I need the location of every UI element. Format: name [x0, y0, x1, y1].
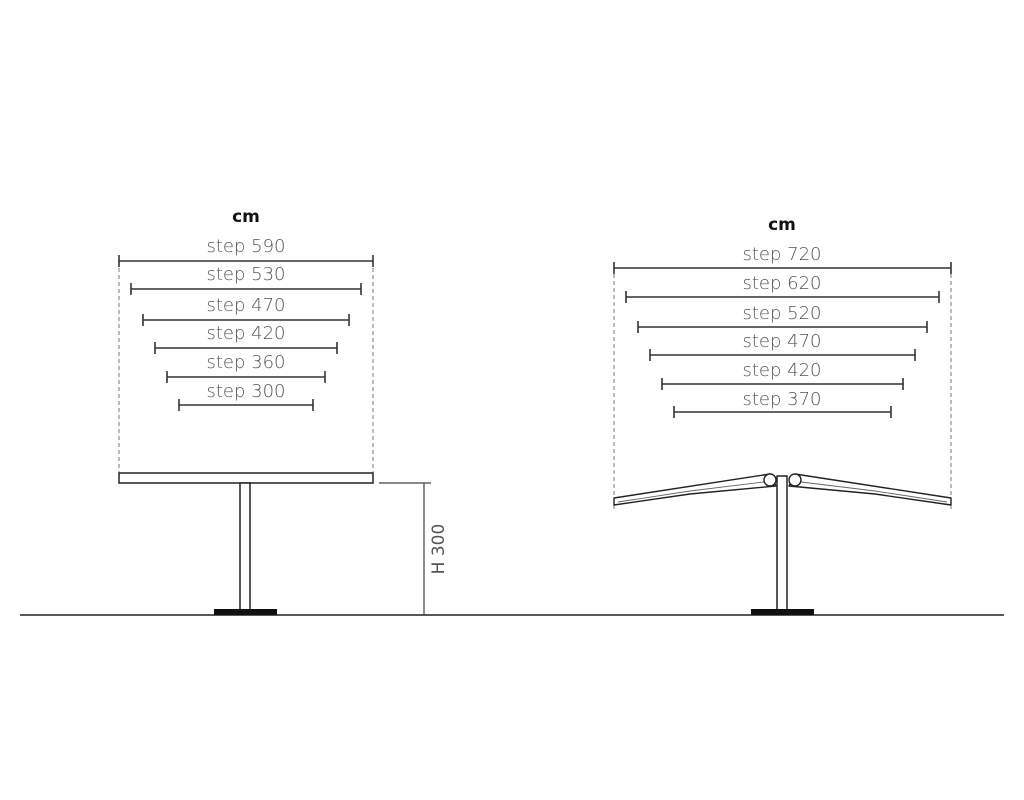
left-unit-label: cm — [232, 207, 260, 227]
step-label: step 530 — [206, 264, 285, 285]
step-dimension-line — [637, 321, 928, 333]
step-dimension-line — [130, 283, 362, 295]
step-label: step 470 — [206, 295, 285, 316]
step-dimension-line — [142, 314, 350, 326]
step-label: step 300 — [206, 381, 285, 402]
step-dimension: step 420 — [154, 323, 338, 354]
step-dimension: step 720 — [613, 244, 952, 274]
step-dimension: step 370 — [673, 389, 892, 418]
step-label: step 520 — [742, 303, 821, 324]
step-dimension-line — [649, 349, 916, 361]
step-dimension-line — [625, 291, 940, 303]
left-base — [214, 609, 277, 615]
step-dimension: step 420 — [661, 360, 904, 390]
right-base — [751, 609, 814, 615]
step-label: step 420 — [206, 323, 285, 344]
step-label: step 620 — [742, 273, 821, 294]
step-dimension-line — [178, 399, 314, 411]
step-dimension: step 360 — [166, 352, 326, 383]
left-post — [239, 482, 251, 612]
step-dimension: step 520 — [637, 303, 928, 333]
step-dimension: step 300 — [178, 381, 314, 411]
step-dimension: step 470 — [649, 331, 916, 361]
left-canopy — [118, 472, 374, 484]
step-dimension: step 470 — [142, 295, 350, 326]
right-unit-label: cm — [768, 215, 796, 235]
right-step-dimensions: step 720 step 620 step 520 step 470 step… — [613, 244, 952, 418]
step-dimension-line — [118, 255, 374, 267]
step-dimension: step 620 — [625, 273, 940, 303]
step-dimension-line — [661, 378, 904, 390]
right-post — [776, 475, 788, 612]
step-dimension-line — [673, 406, 892, 418]
step-label: step 720 — [742, 244, 821, 265]
left-step-dimensions: step 590 step 530 step 470 step 420 step… — [118, 236, 374, 411]
right-canopy-right-wing — [788, 473, 952, 506]
step-dimension: step 590 — [118, 236, 374, 267]
step-label: step 370 — [742, 389, 821, 410]
right-view: cm step 720 step 620 step 520 step 470 — [613, 215, 952, 615]
right-hinge-right — [788, 473, 802, 487]
height-label: H 300 — [429, 524, 449, 575]
left-view: cm step 590 step 530 step 470 step 420 — [118, 207, 449, 615]
step-label: step 360 — [206, 352, 285, 373]
step-dimension-line — [613, 262, 952, 274]
height-dimension-line — [379, 482, 431, 615]
right-canopy-right-wing-inner — [792, 480, 948, 503]
step-label: step 470 — [742, 331, 821, 352]
right-hinge-left — [763, 473, 777, 487]
step-label: step 590 — [206, 236, 285, 257]
step-dimension-line — [166, 371, 326, 383]
step-label: step 420 — [742, 360, 821, 381]
step-dimension: step 530 — [130, 264, 362, 295]
right-canopy-left-wing — [613, 473, 777, 506]
step-dimension-line — [154, 342, 338, 354]
right-canopy-left-wing-inner — [617, 480, 773, 503]
